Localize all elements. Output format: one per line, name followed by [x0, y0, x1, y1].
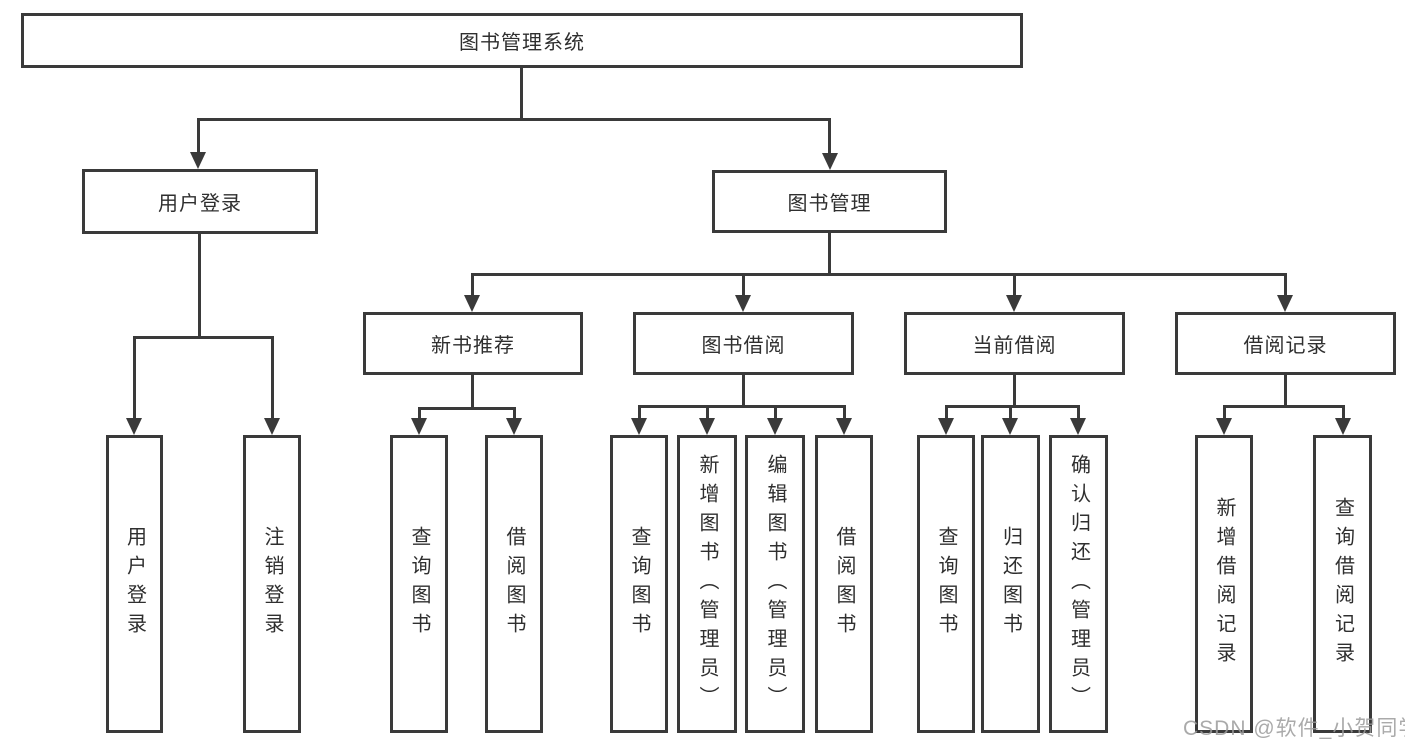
- node-book-borrow-label: 图书借阅: [701, 335, 786, 357]
- connector-cb-bar: [945, 405, 1080, 408]
- node-book-management: 图书管理: [712, 170, 947, 233]
- arrowhead-nbr-query: [411, 418, 427, 435]
- node-user-login-label: 用户登录: [158, 193, 242, 215]
- arrowhead-cb-confirm: [1070, 418, 1086, 435]
- leaf-nbr-borrow-book-label: 借阅图书: [503, 526, 525, 642]
- connector-stub-nbr-query: [418, 407, 421, 420]
- connector-user-login-bar: [133, 336, 274, 339]
- node-borrow-record: 借阅记录: [1175, 312, 1396, 375]
- arrowhead-bb-query: [631, 418, 647, 435]
- connector-nbr-stem: [471, 375, 474, 409]
- connector-root-stem: [520, 68, 523, 121]
- node-book-borrow: 图书借阅: [633, 312, 854, 375]
- connector-stub-cb-query: [945, 405, 948, 420]
- connector-br-stem: [1284, 375, 1287, 408]
- leaf-cb-confirm-return-admin: 确认归还（管理员）: [1049, 435, 1108, 733]
- connector-stub-current-borrow: [1013, 273, 1016, 297]
- leaf-cb-confirm-return-admin-label: 确认归还（管理员）: [1067, 453, 1090, 715]
- leaf-bb-edit-book-admin: 编辑图书（管理员）: [745, 435, 805, 733]
- connector-stub-new-book-recommend: [471, 273, 474, 297]
- arrowhead-borrow-record: [1277, 295, 1293, 312]
- arrowhead-user-login: [190, 152, 206, 169]
- arrowhead-br-query: [1335, 418, 1351, 435]
- arrowhead-current-borrow: [1006, 295, 1022, 312]
- connector-stub-book-management: [828, 118, 831, 154]
- node-borrow-record-label: 借阅记录: [1243, 335, 1328, 357]
- leaf-br-add-record-label: 新增借阅记录: [1213, 497, 1235, 671]
- leaf-bb-edit-book-admin-label: 编辑图书（管理员）: [764, 453, 786, 715]
- leaf-nbr-query-book-label: 查询图书: [408, 526, 430, 642]
- connector-stub-bb-borrow: [843, 405, 846, 420]
- leaf-cb-query-book-label: 查询图书: [935, 526, 957, 642]
- leaf-user-login-label: 用户登录: [123, 526, 146, 642]
- leaf-br-query-record: 查询借阅记录: [1313, 435, 1372, 733]
- leaf-br-query-record-label: 查询借阅记录: [1331, 497, 1354, 671]
- connector-root-bar: [197, 118, 831, 121]
- connector-stub-book-borrow: [742, 273, 745, 297]
- connector-stub-borrow-record: [1284, 273, 1287, 297]
- node-current-borrow-label: 当前借阅: [972, 335, 1057, 357]
- leaf-bb-query-book-label: 查询图书: [628, 526, 650, 642]
- connector-stub-nbr-borrow: [513, 407, 516, 420]
- connector-user-login-stem: [198, 234, 201, 339]
- arrowhead-br-add: [1216, 418, 1232, 435]
- connector-stub-leaf-user-login: [133, 336, 136, 420]
- connector-stub-bb-query: [638, 405, 641, 420]
- leaf-user-login: 用户登录: [106, 435, 163, 733]
- arrowhead-new-book-recommend: [464, 295, 480, 312]
- node-user-login: 用户登录: [82, 169, 318, 234]
- leaf-logout: 注销登录: [243, 435, 301, 733]
- connector-bb-bar: [638, 405, 846, 408]
- node-root-label: 图书管理系统: [459, 32, 585, 54]
- node-root: 图书管理系统: [21, 13, 1023, 68]
- connector-stub-bb-edit: [774, 405, 777, 420]
- node-new-book-recommend-label: 新书推荐: [431, 335, 515, 357]
- connector-bb-stem: [742, 375, 745, 408]
- leaf-bb-add-book-admin-label: 新增图书（管理员）: [696, 453, 718, 715]
- connector-stub-cb-confirm: [1077, 405, 1080, 420]
- connector-stub-br-add: [1223, 405, 1226, 420]
- leaf-nbr-borrow-book: 借阅图书: [485, 435, 543, 733]
- leaf-bb-query-book: 查询图书: [610, 435, 668, 733]
- connector-stub-user-login: [197, 118, 200, 154]
- arrowhead-leaf-logout: [264, 418, 280, 435]
- arrowhead-bb-edit: [767, 418, 783, 435]
- leaf-cb-return-book-label: 归还图书: [999, 526, 1022, 642]
- arrowhead-book-management: [822, 153, 838, 170]
- arrowhead-book-borrow: [735, 295, 751, 312]
- arrowhead-leaf-user-login: [126, 418, 142, 435]
- leaf-cb-query-book: 查询图书: [917, 435, 975, 733]
- leaf-logout-label: 注销登录: [261, 526, 283, 642]
- arrowhead-bb-add: [699, 418, 715, 435]
- connector-br-bar: [1223, 405, 1345, 408]
- node-new-book-recommend: 新书推荐: [363, 312, 583, 375]
- leaf-bb-add-book-admin: 新增图书（管理员）: [677, 435, 737, 733]
- arrowhead-cb-return: [1002, 418, 1018, 435]
- connector-nbr-bar: [418, 407, 516, 410]
- connector-stub-bb-add: [706, 405, 709, 420]
- arrowhead-nbr-borrow: [506, 418, 522, 435]
- leaf-nbr-query-book: 查询图书: [390, 435, 448, 733]
- arrowhead-cb-query: [938, 418, 954, 435]
- node-book-management-label: 图书管理: [787, 193, 872, 215]
- connector-stub-cb-return: [1009, 405, 1012, 420]
- connector-book-management-bar: [471, 273, 1286, 276]
- leaf-cb-return-book: 归还图书: [981, 435, 1040, 733]
- arrowhead-bb-borrow: [836, 418, 852, 435]
- connector-cb-stem: [1013, 375, 1016, 408]
- leaf-bb-borrow-book-label: 借阅图书: [833, 526, 855, 642]
- leaf-br-add-record: 新增借阅记录: [1195, 435, 1253, 733]
- connector-stub-leaf-logout: [271, 336, 274, 420]
- leaf-bb-borrow-book: 借阅图书: [815, 435, 873, 733]
- connector-stub-br-query: [1342, 405, 1345, 420]
- node-current-borrow: 当前借阅: [904, 312, 1125, 375]
- csdn-watermark: CSDN @软件_小贺同学: [1183, 717, 1405, 740]
- connector-book-management-stem: [828, 233, 831, 275]
